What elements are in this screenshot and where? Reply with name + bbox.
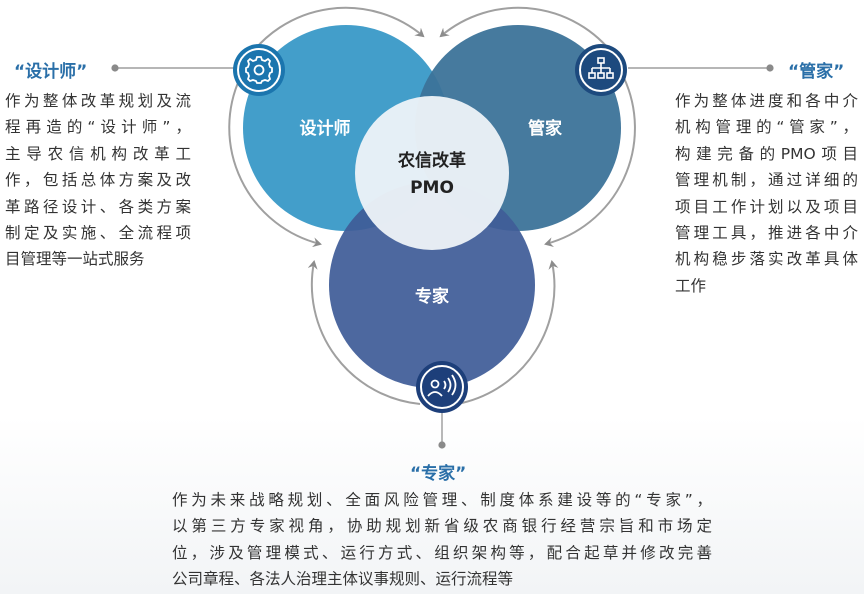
arc-expert-right bbox=[461, 260, 559, 404]
arc-steward-top bbox=[439, 6, 619, 62]
text-line: 以第三方专家视角，协助规划新省级农商银行经营宗旨和市场定 bbox=[172, 517, 712, 536]
arc-designer-left bbox=[228, 77, 322, 248]
text-line: 工作 bbox=[675, 276, 707, 295]
center-line2: PMO bbox=[410, 178, 454, 198]
circle-steward-label: 管家 bbox=[528, 118, 562, 139]
text-line: 主导农信机构改革工 bbox=[5, 144, 191, 163]
cycle-arrows bbox=[228, 6, 636, 405]
arc-designer-top bbox=[245, 6, 425, 62]
text-line: 机构稳步落实改革具体 bbox=[675, 250, 858, 269]
designer-description: 作为整体改革规划及流 程再造的“设计师”， 主导农信机构改革工 作，包括总体方案… bbox=[5, 88, 191, 273]
text-line: 位，涉及管理模式、运行方式、组织架构等，配合起草并修改完善 bbox=[172, 543, 712, 562]
circle-expert bbox=[329, 182, 535, 388]
text-line: 公司章程、各法人治理主体议事规则、运行流程等 bbox=[172, 570, 514, 589]
steward-title: “管家” bbox=[788, 62, 845, 82]
text-line: 作为整体改革规划及流 bbox=[5, 92, 191, 110]
text-line: 项目工作计划以及项目 bbox=[675, 197, 858, 216]
designer-title: “设计师” bbox=[14, 62, 88, 82]
text-line: 革路径设计、各类方案 bbox=[5, 197, 191, 216]
text-line: 机构管理的“管家”， bbox=[675, 118, 858, 137]
center-line1: 农信改革 bbox=[397, 150, 466, 171]
text-line: 目管理等一站式服务 bbox=[5, 250, 145, 269]
text-line: 管理机制，通过详细的 bbox=[675, 171, 858, 190]
text-line: 管理工具，推进各中介 bbox=[675, 224, 858, 243]
expert-title: “专家” bbox=[410, 464, 467, 484]
text-line: 程再造的“设计师”， bbox=[5, 118, 191, 137]
steward-description: 作为整体进度和各中介 机构管理的“管家”， 构建完备的PMO项目 管理机制，通过… bbox=[675, 88, 858, 299]
circle-center bbox=[355, 96, 509, 250]
circle-expert-label: 专家 bbox=[415, 286, 449, 307]
text-line: 制定及实施、全流程项 bbox=[5, 224, 191, 243]
text-line: 构建完备的PMO项目 bbox=[675, 144, 858, 163]
speaker-voice-icon bbox=[416, 361, 468, 413]
text-line: 作为整体进度和各中介 bbox=[675, 92, 858, 110]
text-line: 作，包括总体方案及改 bbox=[5, 171, 191, 190]
connectors bbox=[111, 64, 774, 449]
arc-steward-right bbox=[544, 77, 636, 248]
org-chart-icon bbox=[575, 44, 627, 96]
expert-description: 作为未来战略规划、全面风险管理、制度体系建设等的“专家”， 以第三方专家视角，协… bbox=[172, 487, 712, 593]
circle-designer-label: 设计师 bbox=[300, 118, 351, 139]
arc-expert-left bbox=[307, 260, 421, 405]
gear-icon bbox=[233, 44, 285, 96]
text-line: 作为未来战略规划、全面风险管理、制度体系建设等的“专家”， bbox=[172, 491, 712, 509]
